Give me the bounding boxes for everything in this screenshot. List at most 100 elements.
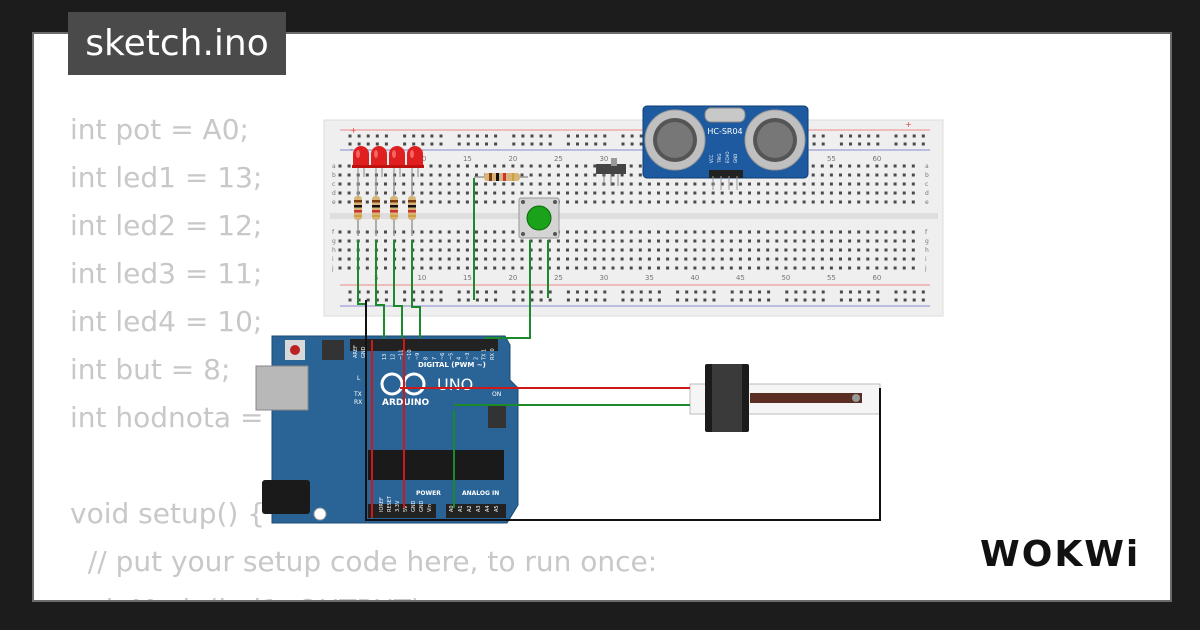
breadboard-hole — [893, 164, 897, 168]
breadboard-hole — [784, 200, 788, 204]
rail-hole — [821, 134, 825, 138]
rail-hole — [348, 290, 352, 294]
breadboard-hole — [511, 248, 515, 252]
breadboard-hole — [538, 182, 542, 186]
ultrasonic-sensor[interactable]: HC-SR04 VCC TRIG ECHO GND — [642, 105, 809, 190]
breadboard-hole — [702, 182, 706, 186]
code-line: int but = 8; — [70, 353, 231, 386]
breadboard-hole — [748, 182, 751, 186]
aref-pin-label: AREF — [353, 345, 359, 358]
breadboard-hole — [365, 257, 369, 261]
breadboard[interactable]: 5510101515202025253030353540404545505055… — [323, 119, 944, 317]
breadboard-hole — [566, 248, 569, 252]
breadboard-hole — [911, 182, 915, 186]
rail-hole — [512, 290, 516, 294]
breadboard-hole — [456, 200, 460, 204]
rail-hole — [521, 290, 525, 294]
breadboard-hole — [511, 266, 515, 270]
rail-hole — [594, 298, 598, 302]
breadboard-hole — [757, 191, 761, 195]
column-number: 20 — [508, 155, 517, 163]
rail-hole — [676, 290, 680, 294]
rail-hole — [921, 134, 925, 138]
breadboard-hole — [729, 266, 733, 270]
code-line: pinMode(led1, OUTPUT); — [70, 593, 431, 600]
rail-hole — [384, 298, 388, 302]
breadboard-hole — [866, 191, 870, 195]
slide-potentiometer[interactable] — [689, 364, 881, 432]
breadboard-hole — [529, 257, 533, 261]
breadboard-hole — [811, 266, 815, 270]
breadboard-hole — [365, 239, 369, 243]
rail-hole — [758, 290, 761, 294]
breadboard-hole — [893, 191, 897, 195]
rail-hole — [421, 298, 425, 302]
red-leds[interactable] — [352, 146, 424, 177]
breadboard-hole — [638, 248, 642, 252]
breadboard-hole — [839, 257, 842, 261]
breadboard-hole — [811, 164, 815, 168]
push-button[interactable] — [518, 197, 560, 239]
breadboard-hole — [702, 257, 706, 261]
rail-hole — [357, 142, 361, 146]
breadboard-hole — [884, 257, 888, 261]
arduino-uno-board[interactable]: ARDUINO UNO DIGITAL (PWM ~) ON TX RX L P… — [255, 335, 519, 524]
row-letter: i — [332, 256, 334, 263]
breadboard-hole — [902, 248, 906, 252]
breadboard-hole — [839, 239, 842, 243]
breadboard-hole — [602, 191, 606, 195]
breadboard-hole — [647, 266, 651, 270]
breadboard-hole — [675, 248, 679, 252]
breadboard-hole — [738, 248, 742, 252]
breadboard-hole — [884, 239, 888, 243]
column-number: 40 — [690, 274, 699, 282]
breadboard-hole — [902, 239, 906, 243]
breadboard-hole — [893, 173, 897, 177]
breadboard-hole — [802, 248, 806, 252]
rail-hole — [594, 290, 598, 294]
breadboard-hole — [402, 248, 406, 252]
breadboard-hole — [775, 200, 779, 204]
breadboard-hole — [684, 257, 688, 261]
breadboard-hole — [620, 266, 624, 270]
rail-hole — [521, 142, 525, 146]
breadboard-hole — [684, 248, 688, 252]
rail-hole — [630, 290, 634, 294]
rail-hole — [921, 298, 925, 302]
breadboard-hole — [647, 191, 651, 195]
breadboard-hole — [657, 200, 660, 204]
row-letter: d — [332, 190, 336, 197]
breadboard-hole — [556, 239, 560, 243]
rail-hole — [849, 298, 852, 302]
breadboard-hole — [629, 182, 633, 186]
breadboard-hole — [647, 239, 651, 243]
sensor-pin-label: ECHO — [725, 152, 730, 163]
breadboard-hole — [447, 164, 451, 168]
breadboard-hole — [602, 230, 606, 234]
breadboard-hole — [638, 257, 642, 261]
breadboard-hole — [456, 248, 460, 252]
breadboard-hole — [402, 182, 406, 186]
breadboard-hole — [456, 257, 460, 261]
breadboard-hole — [365, 182, 369, 186]
breadboard-hole — [720, 248, 724, 252]
rail-hole — [539, 142, 543, 146]
button-resistor[interactable] — [474, 173, 528, 181]
file-tab[interactable]: sketch.ino — [68, 12, 286, 75]
breadboard-hole — [657, 191, 660, 195]
slide-switch[interactable] — [596, 158, 626, 186]
rail-hole — [621, 142, 625, 146]
breadboard-hole — [420, 173, 424, 177]
rail-hole — [703, 290, 707, 294]
column-number: 20 — [508, 274, 517, 282]
led-resistors[interactable] — [354, 176, 416, 236]
rail-hole — [812, 134, 816, 138]
breadboard-hole — [911, 230, 915, 234]
breadboard-hole — [538, 266, 542, 270]
column-number: 35 — [645, 274, 654, 282]
breadboard-hole — [729, 248, 733, 252]
breadboard-hole — [839, 266, 842, 270]
breadboard-hole — [475, 266, 478, 270]
breadboard-hole — [848, 200, 852, 204]
